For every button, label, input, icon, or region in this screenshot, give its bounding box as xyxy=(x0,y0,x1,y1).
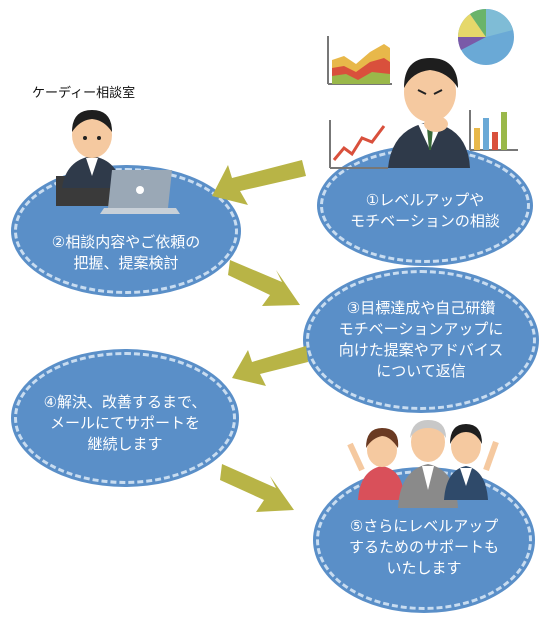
step-2-bubble xyxy=(14,168,238,294)
area-chart-icon xyxy=(327,36,392,85)
bar-chart-icon xyxy=(469,110,518,151)
step-3-bubble xyxy=(306,270,536,410)
arrow-icon-2 xyxy=(228,260,300,306)
laptop-man-icon xyxy=(56,110,180,214)
team-cheering-icon xyxy=(347,420,499,508)
arrow-icon-4 xyxy=(220,464,294,512)
arrow-icon-1 xyxy=(212,160,306,205)
step-1-text: ①レベルアップや モチベーションの相談 xyxy=(350,191,500,230)
step-4-text: ④解決、改善するまで、 メールにてサポートを 継続します xyxy=(43,393,207,453)
step-4-bubble xyxy=(14,352,236,484)
step-2-text: ②相談内容やご依頼の 把握、提案検討 xyxy=(51,233,201,272)
arrow-icon-3 xyxy=(232,346,308,386)
step-5-text: ⑤さらにレベルアップ するためのサポートも いたします xyxy=(348,517,499,577)
line-chart-icon xyxy=(329,120,388,169)
thinking-man-icon xyxy=(388,58,470,168)
room-label: ケーディー相談室 xyxy=(32,86,136,101)
step-3-text: ③目標達成や自己研鑽 モチベーションアップに 向けた提案やアドバイス について返… xyxy=(338,299,504,380)
pie-chart-icon xyxy=(457,8,514,65)
